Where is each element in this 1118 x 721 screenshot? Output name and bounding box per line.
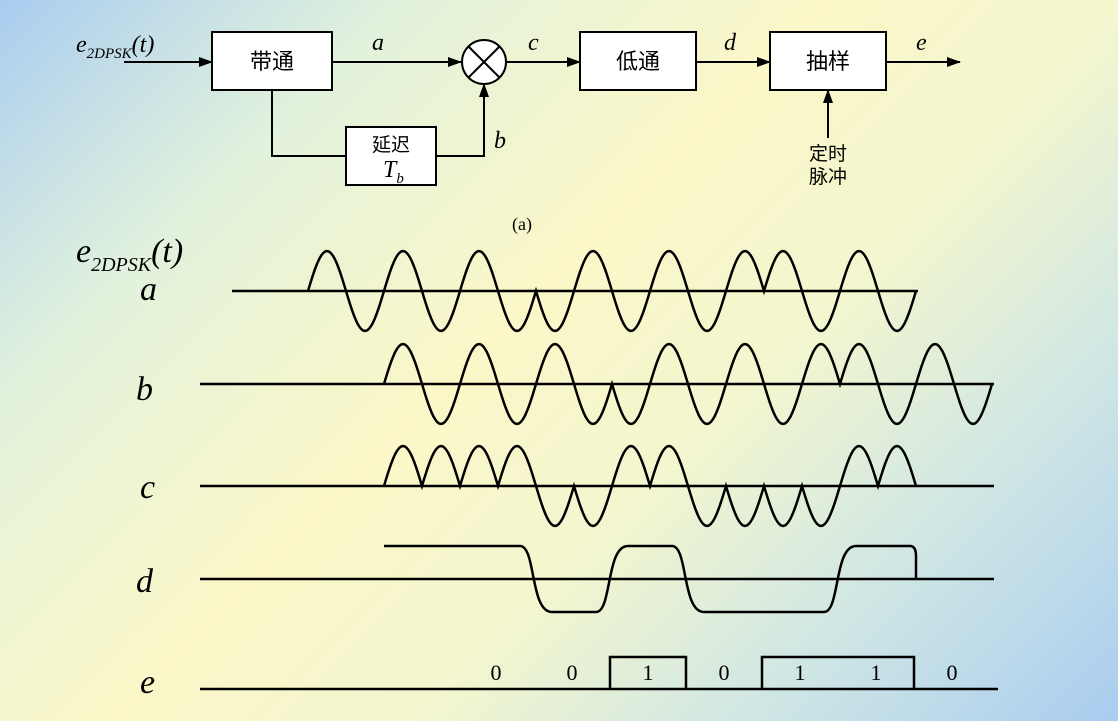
pulse-one <box>760 655 916 689</box>
multiplier-cross-2 <box>467 45 501 79</box>
figure-caption: (a) <box>512 214 532 235</box>
waveform-panel: e2DPSK(t) a b c d e 0 0 1 0 1 1 0 <box>76 233 998 701</box>
signal-a-label: a <box>372 30 384 56</box>
block-diagram: e2DPSK(t) 带通 a 延迟 Tb b c 低通 d 抽样 <box>76 30 961 235</box>
waveform-d-trace <box>384 544 918 614</box>
waveform-b-trace <box>382 342 994 426</box>
bit-label: 1 <box>871 660 882 685</box>
signal-e-label: e <box>916 30 927 56</box>
delay-symbol: Tb <box>383 157 404 187</box>
lowpass-label: 低通 <box>616 50 660 75</box>
waveform-label-d: d <box>136 563 154 600</box>
waveform-d <box>384 544 918 614</box>
bandpass-label: 带通 <box>250 50 294 75</box>
signal-d-label: d <box>724 30 737 56</box>
waveform-label-e: e <box>140 664 155 701</box>
timing-pulse-label-line2: 脉冲 <box>809 166 847 188</box>
signal-b-arrow <box>436 83 489 157</box>
waveform-a-trace <box>306 249 918 333</box>
waveform-b <box>382 342 994 426</box>
bit-label: 1 <box>795 660 806 685</box>
bit-label: 0 <box>719 660 730 685</box>
delay-label: 延迟 <box>372 134 410 156</box>
waveform-e: 0 0 1 0 1 1 0 <box>491 655 958 689</box>
sampler-block <box>769 31 887 91</box>
sampler-label: 抽样 <box>806 50 850 75</box>
bit-label: 0 <box>491 660 502 685</box>
timing-pulse-label-line1: 定时 <box>809 143 847 165</box>
signal-b-label: b <box>494 128 506 154</box>
bit-label: 1 <box>643 660 654 685</box>
waveform-label-a: a <box>140 271 157 308</box>
input-signal-label: e2DPSK(t) <box>76 32 154 62</box>
waveform-c-trace <box>382 444 918 528</box>
signal-c-label: c <box>528 30 539 56</box>
lowpass-filter-block <box>579 31 697 91</box>
bit-label: 0 <box>567 660 578 685</box>
waveform-label-b: b <box>136 371 153 408</box>
waveform-a <box>306 249 918 333</box>
waveform-label-c: c <box>140 469 155 506</box>
delay-block <box>345 126 437 186</box>
delay-branch-wire <box>271 90 346 157</box>
pulse-one <box>608 655 688 689</box>
waveform-c <box>382 444 918 528</box>
bit-label: 0 <box>947 660 958 685</box>
waveform-header: e2DPSK(t) <box>76 233 183 276</box>
